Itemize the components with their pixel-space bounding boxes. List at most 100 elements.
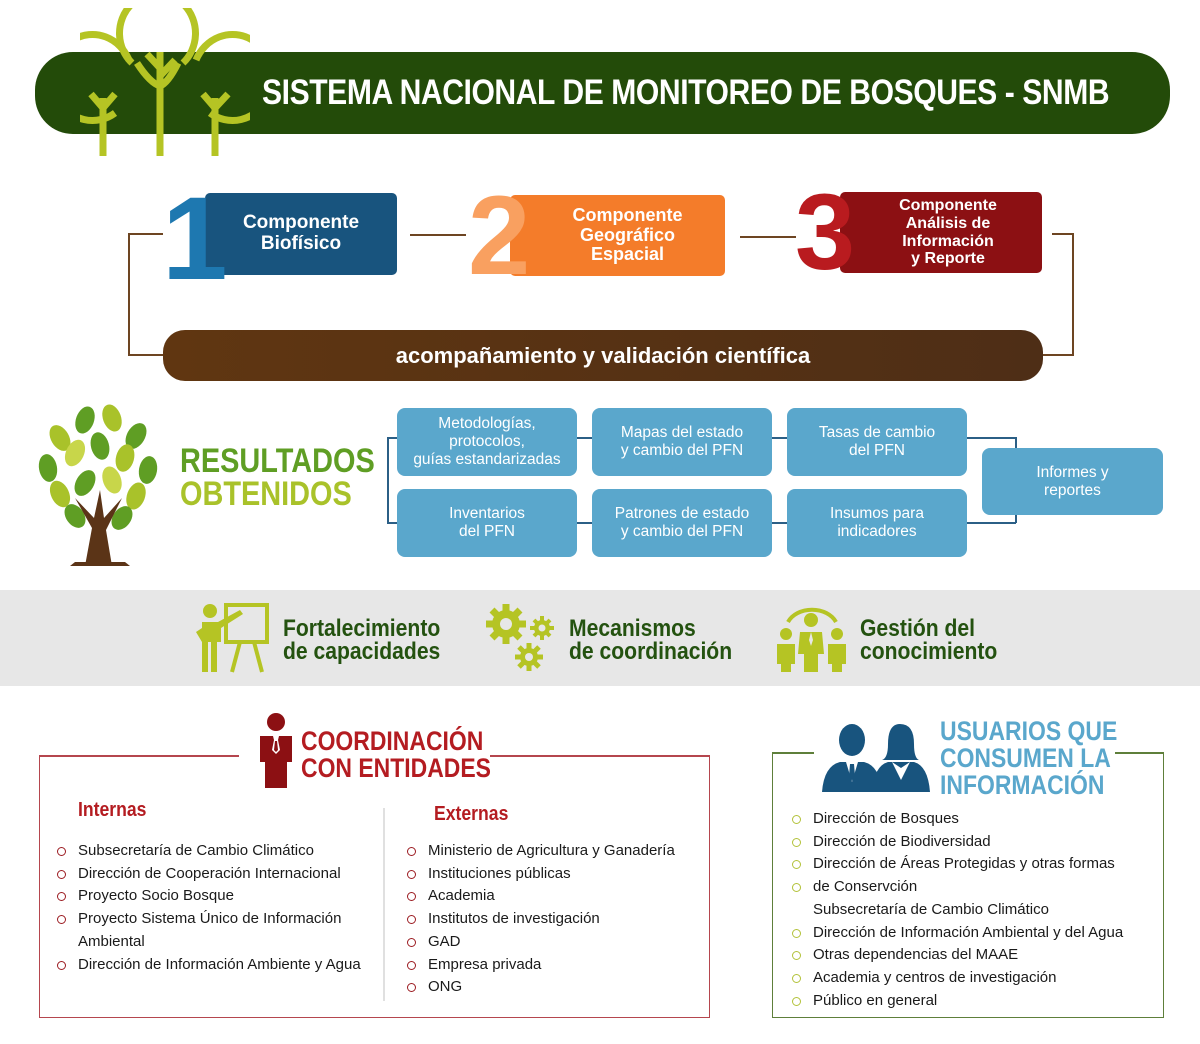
component-number-1: 1: [162, 173, 228, 305]
result-text: Tasas de cambio: [818, 424, 936, 442]
band-item-line: Gestión del: [860, 615, 976, 642]
component-label: Geográfico: [579, 224, 676, 245]
result-text: Metodologías,: [438, 415, 536, 433]
leafy-tree-icon: [35, 404, 159, 566]
bullet-circle-icon: [57, 847, 66, 856]
bullet-circle-icon: [407, 960, 416, 970]
users-heading: USUARIOS QUE CONSUMEN LA INFORMACIÓN: [940, 718, 1117, 799]
connector-line: [128, 233, 163, 235]
bullet-circle-icon: [57, 960, 66, 970]
results-connector: [771, 522, 787, 524]
list-item: Otras dependencias del MAAE: [792, 944, 1162, 967]
results-connector: [387, 437, 389, 523]
list-item: Dirección de Bosques: [792, 808, 1162, 831]
component-label: Información: [902, 232, 994, 250]
bullet-circle-icon: [57, 892, 66, 902]
external-list: Ministerio de Agricultura y Ganadería In…: [407, 840, 707, 999]
results-heading-line1: RESULTADOS: [180, 442, 375, 480]
list-item: Academia y centros de investigación: [792, 967, 1162, 990]
bullet-circle-icon: [407, 847, 416, 856]
list-item-text: Instituciones públicas: [428, 864, 571, 882]
list-item: Empresa privada: [407, 954, 707, 977]
list-item: Subsecretaría de Cambio Climático: [57, 840, 387, 863]
list-item: Academia: [407, 885, 707, 908]
list-item-text: de Conservción: [813, 878, 918, 896]
list-item: Proyecto Socio Bosque: [57, 885, 387, 908]
result-box: Metodologías,protocolos,guías estandariz…: [397, 408, 577, 476]
users-heading-line2: CONSUMEN LA: [940, 743, 1111, 773]
results-connector: [771, 437, 787, 439]
list-item-text: ONG: [428, 978, 463, 996]
result-text: protocolos,: [449, 433, 525, 451]
component-label: Componente: [572, 204, 683, 225]
science-validation-bar: acompañamiento y validación científica: [163, 330, 1043, 381]
list-item-continuation: Ambiental: [57, 931, 387, 954]
band-item-coordinacion: Mecanismos de coordinación: [569, 617, 733, 665]
list-item-text: Dirección de Bosques: [813, 810, 959, 827]
connector-line: [1040, 354, 1074, 356]
bullet-circle-icon: [792, 973, 801, 983]
result-text: indicadores: [837, 523, 917, 540]
result-text: Patrones de estado: [614, 505, 750, 523]
result-text: del PFN: [849, 442, 905, 459]
component-number-2: 2: [468, 173, 531, 298]
band-item-line: de coordinación: [569, 638, 733, 665]
component-label: Espacial: [590, 244, 665, 265]
result-text: Inventarios: [449, 505, 525, 523]
coordination-panel: [39, 755, 710, 1018]
coordination-heading: COORDINACIÓN CON ENTIDADES: [301, 728, 491, 782]
list-item-text: Dirección de Biodiversidad: [813, 832, 991, 850]
results-connector: [966, 522, 1016, 524]
users-pair-icon: [822, 724, 930, 792]
bullet-circle-icon: [792, 860, 801, 870]
page-title: SISTEMA NACIONAL DE MONITOREO DE BOSQUES…: [262, 73, 1110, 112]
businessman-icon: [260, 713, 292, 788]
list-item: Dirección de Biodiversidad: [792, 831, 1162, 854]
bullet-circle-icon: [792, 815, 801, 824]
bullet-circle-icon: [57, 915, 66, 925]
science-validation-label: acompañamiento y validación científica: [395, 342, 811, 368]
connector-line: [128, 233, 130, 356]
component-label: Componente: [242, 212, 360, 234]
panel-border: [39, 755, 239, 757]
users-heading-line3: INFORMACIÓN: [940, 770, 1105, 800]
list-item-text: Dirección de Información Ambiente y Agua: [78, 955, 361, 973]
list-item: Dirección de Información Ambiente y Agua: [57, 954, 387, 977]
bullet-circle-icon: [407, 937, 416, 947]
coordination-heading-line2: CON ENTIDADES: [301, 753, 491, 783]
results-connector: [387, 437, 397, 439]
coordination-heading-line1: COORDINACIÓN: [301, 726, 484, 756]
list-item: ONG: [407, 976, 707, 999]
component-label: y Reporte: [911, 250, 985, 268]
bullet-circle-icon: [792, 928, 801, 938]
list-item-text: Dirección de Áreas Protegidas y otras fo…: [813, 855, 1115, 873]
external-heading: Externas: [434, 803, 509, 825]
list-item: Instituciones públicas: [407, 863, 707, 886]
connector-line: [1072, 233, 1074, 356]
bullet-circle-icon: [792, 951, 801, 961]
result-text: guías estandarizadas: [413, 450, 561, 468]
list-item-text: Proyecto Sistema Único de Información: [78, 910, 342, 928]
connector-line: [128, 354, 166, 356]
users-list: Dirección de Bosques Dirección de Biodiv…: [792, 808, 1162, 1012]
bullet-circle-icon: [407, 983, 416, 993]
result-text: Mapas del estado: [620, 424, 744, 442]
connector-line: [740, 236, 796, 238]
gears-icon: [486, 604, 554, 671]
band-item-line: de capacidades: [283, 638, 441, 665]
list-item-text: Empresa privada: [428, 955, 542, 973]
users-heading-line1: USUARIOS QUE: [940, 716, 1118, 746]
list-item-text: Público en general: [813, 991, 938, 1009]
component-label: Análisis de: [905, 214, 991, 232]
list-item: Institutos de investigación: [407, 908, 707, 931]
list-item-text: Subsecretaría de Cambio Climático: [813, 900, 1049, 918]
presentation-board-icon: [196, 603, 269, 673]
